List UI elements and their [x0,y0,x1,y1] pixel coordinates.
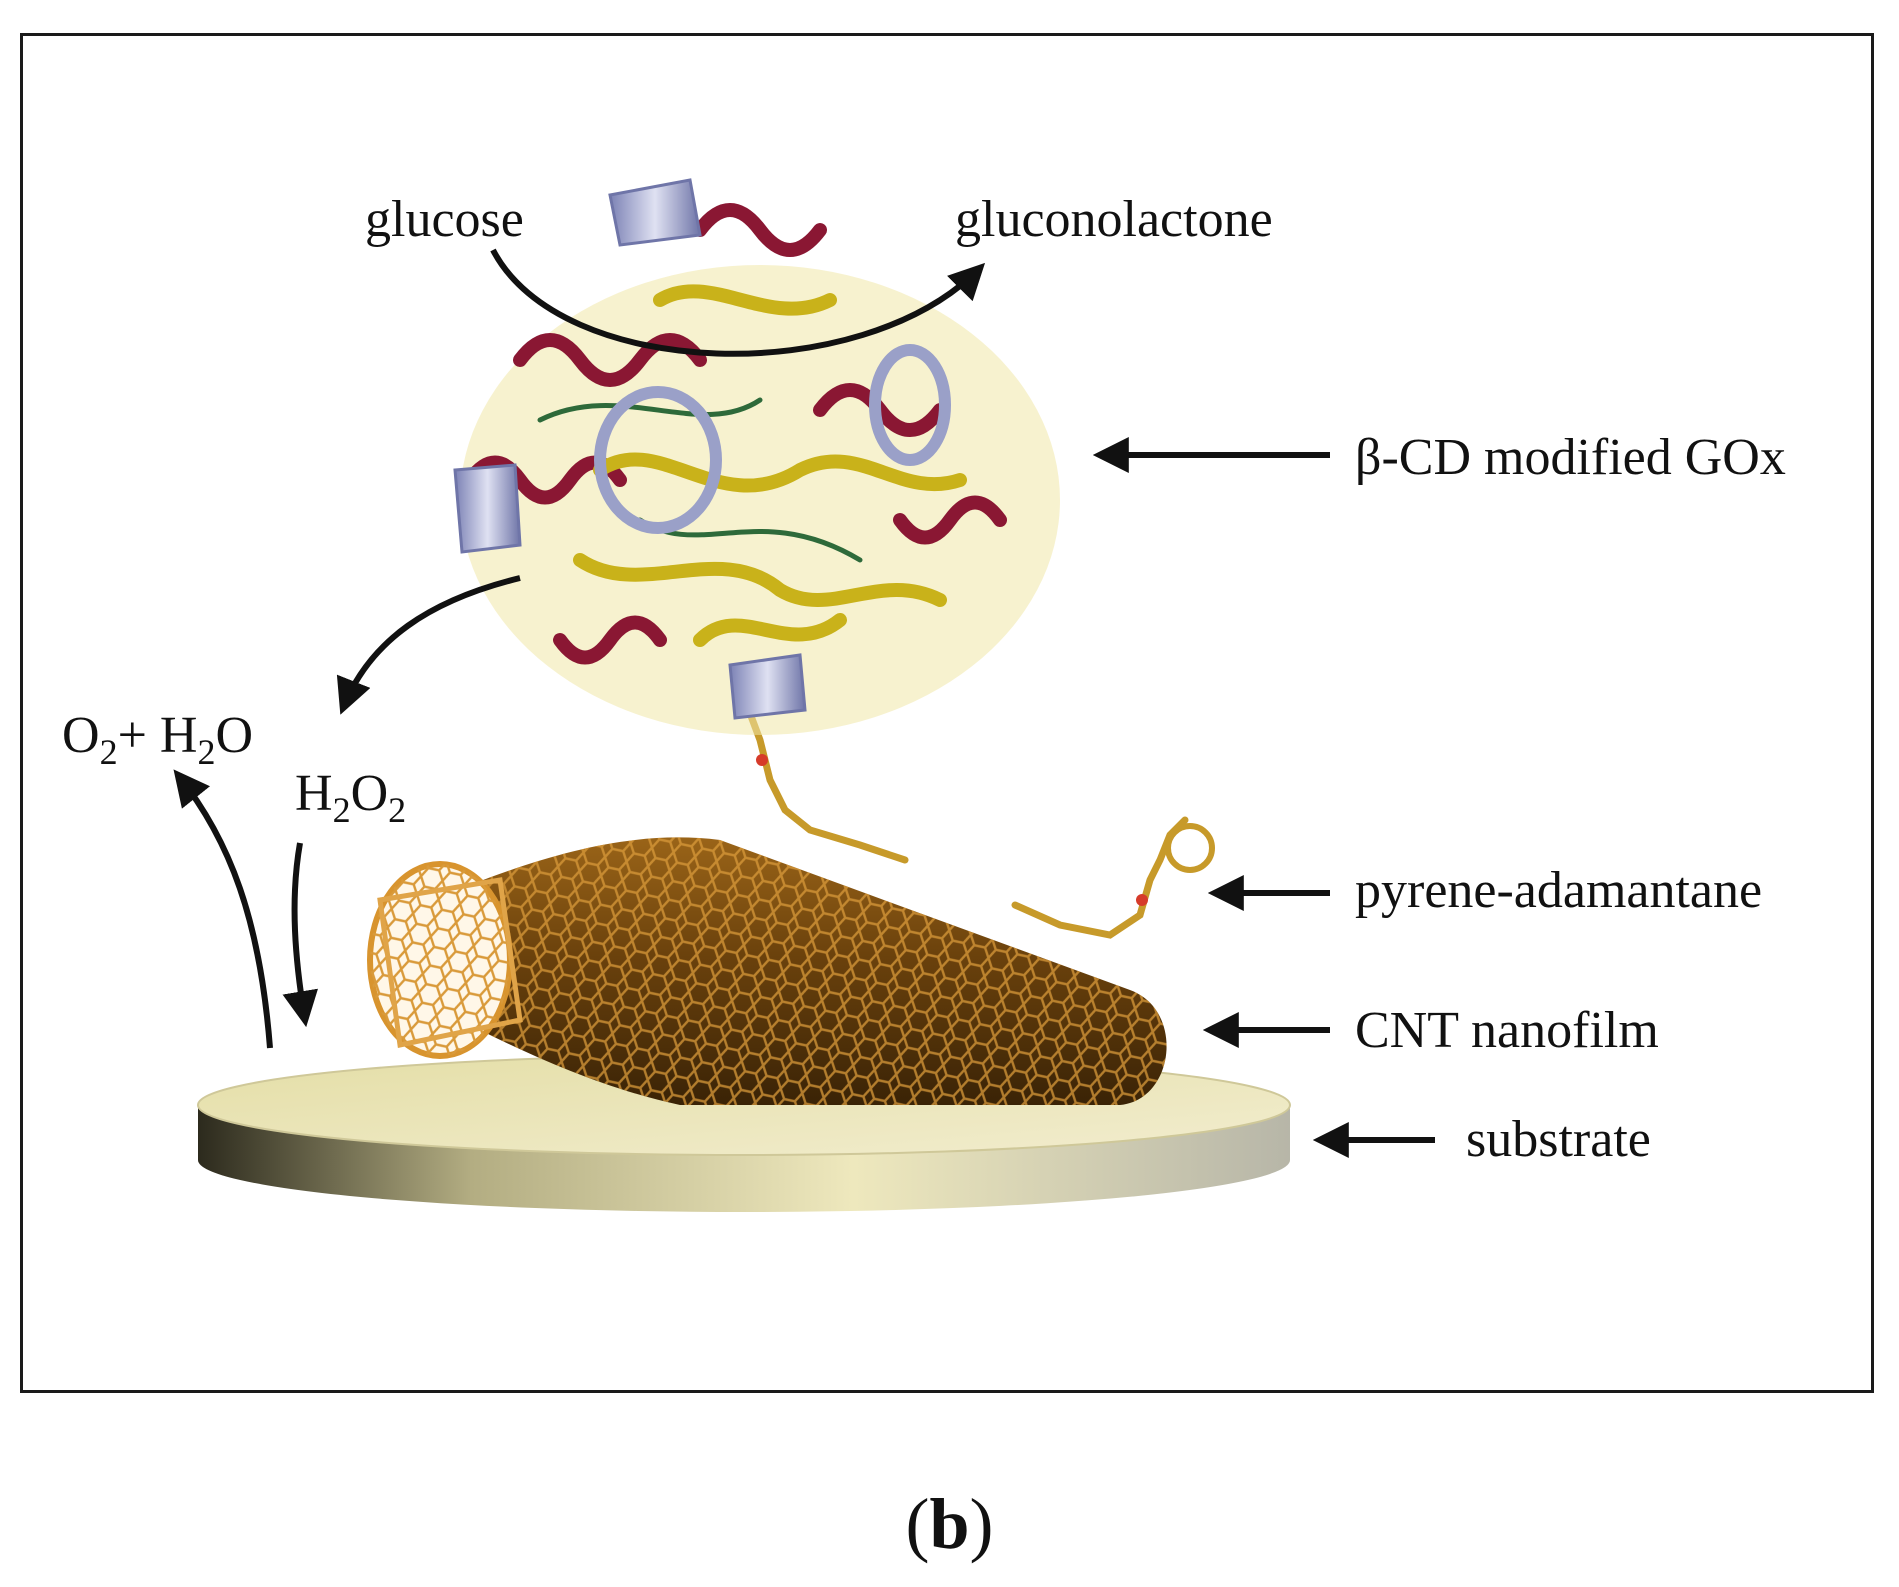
label-o2-h2o: O2+ H2O [62,707,254,772]
h2o2-to-substrate-arrow [282,842,319,1028]
label-gox: β-CD modified GOx [1355,429,1786,486]
o2-subscript: 2 [99,732,118,772]
glucose-to-gluconolactone-arrow [490,248,986,357]
label-cnt-nanofilm: CNT nanofilm [1355,1002,1659,1059]
h2o-subscript: 2 [197,732,216,772]
reaction-arrows [173,248,1435,1158]
label-pyrene-adamantane: pyrene-adamantane [1355,862,1763,919]
substrate-to-o2-arrow [173,769,273,1049]
gox-enzyme [453,178,1060,735]
figure-caption: (b) [0,1488,1899,1560]
h2o2-o-text: O [350,765,389,822]
gox-to-o2-h2o-arrow [336,575,521,715]
o2-plus-text: + H [117,707,198,764]
label-substrate: substrate [1466,1111,1651,1168]
h2o2-subscript-1: 2 [332,790,351,830]
carbon-nanotube [367,837,1167,1105]
caption-open: ( [905,1484,930,1564]
h2o2-h-text: H [295,765,333,822]
o2-text: O [62,707,100,764]
pyrene-adamantane-chain [741,696,1215,939]
h2o-tail-text: O [215,707,254,764]
label-h2o2: H2O2 [295,765,407,830]
caption-close: ) [969,1484,994,1564]
label-gluconolactone: gluconolactone [955,191,1273,248]
caption-letter: b [929,1484,970,1564]
h2o2-subscript-2: 2 [388,790,407,830]
label-glucose: glucose [365,191,524,248]
